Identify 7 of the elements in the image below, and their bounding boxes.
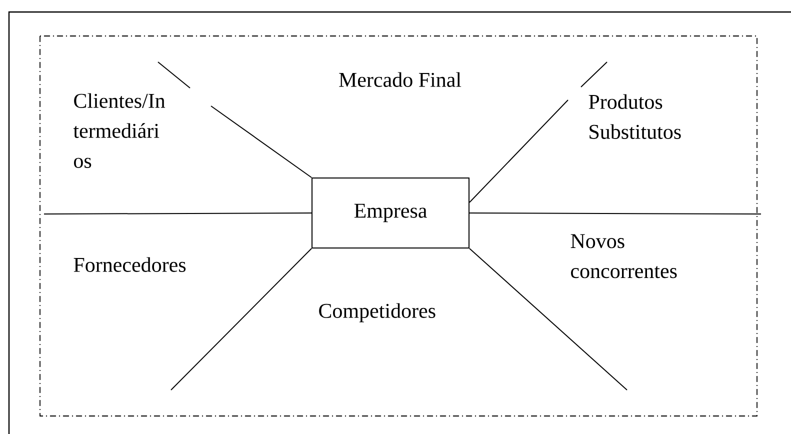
sector-label: Novos concorrentes	[570, 234, 677, 278]
sector-label: Produtos Substitutos	[588, 94, 681, 139]
sector-label: Clientes/In termediári os	[73, 93, 166, 168]
sector-label: Fornecedores	[74, 257, 186, 272]
sector-label: Mercado Final	[339, 72, 462, 87]
company-box: Empresa	[312, 178, 470, 248]
sector-label: Competidores	[319, 303, 436, 322]
